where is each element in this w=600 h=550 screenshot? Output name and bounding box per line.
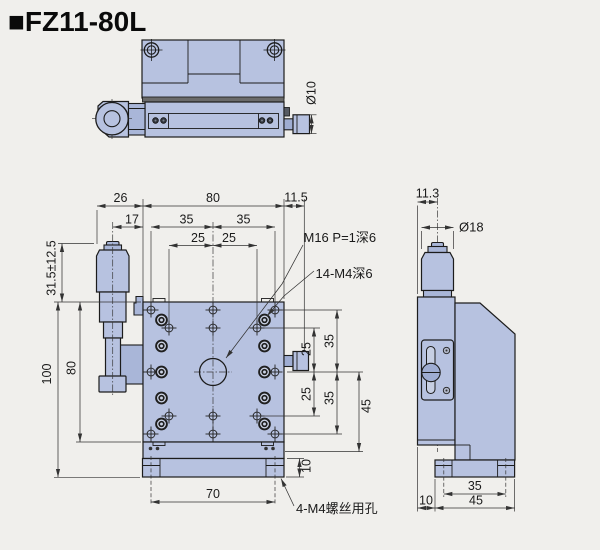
dim-45-base: 45 <box>469 494 483 508</box>
dim-25-right: 25 <box>222 231 236 245</box>
dim-25-left: 25 <box>191 231 205 245</box>
dim-11-3: 11.3 <box>416 187 439 201</box>
dim-35-right: 35 <box>237 213 251 227</box>
table-top-band <box>142 96 285 103</box>
dim-10-base: 10 <box>300 459 314 473</box>
side-body <box>454 302 516 461</box>
micrometer-knob-face <box>95 101 129 136</box>
dim-80-left: 80 <box>65 361 79 375</box>
side-elevation-view: Ø10 <box>92 81 319 139</box>
gib-screws <box>152 117 274 124</box>
front-view: 26 80 11.5 17 35 35 25 25 <box>40 191 378 517</box>
dim-25-down: 25 <box>300 387 314 401</box>
page-title: ■FZ11-80L <box>8 6 146 37</box>
dim-17: 17 <box>125 213 139 227</box>
right-side-view: 11.3 Ø18 35 45 10 <box>416 187 516 512</box>
dim-100: 100 <box>40 364 54 385</box>
callout-m16: M16 P=1深6 <box>304 230 377 245</box>
dim-knob-dia-10: Ø10 <box>305 81 319 134</box>
dims-left: 31.5±12.5 100 80 <box>40 240 141 478</box>
knob-neck <box>283 118 294 131</box>
dim-26: 26 <box>114 191 128 205</box>
dim-70: 70 <box>206 487 220 501</box>
side-micrometer-thimble <box>420 251 455 292</box>
dim-text-knob-dia: Ø10 <box>305 81 319 105</box>
dims-right: 25 25 35 35 45 10 <box>263 309 374 478</box>
top-view <box>139 38 287 99</box>
dims-top: 26 80 11.5 17 35 35 25 25 <box>96 191 308 352</box>
dim-35-down: 35 <box>323 391 337 405</box>
dim-80-top: 80 <box>206 191 220 205</box>
m16-center-hole <box>198 357 228 387</box>
callouts: M16 P=1深6 14-M4深6 4-M4螺丝用孔 <box>225 230 378 516</box>
knob-cap <box>292 114 311 135</box>
dim-25-up: 25 <box>300 342 314 356</box>
front-micrometer <box>95 222 144 397</box>
dim-10-offset: 10 <box>419 494 433 508</box>
base-plate <box>141 457 285 478</box>
dim-11-5: 11.5 <box>284 191 307 205</box>
clamp-screw <box>283 107 290 117</box>
callout-4-m4: 4-M4螺丝用孔 <box>296 501 378 516</box>
dim-35-left: 35 <box>180 213 194 227</box>
slider-band <box>142 441 285 460</box>
side-base-flange <box>434 459 516 478</box>
callout-14-m4: 14-M4深6 <box>316 266 373 281</box>
side-knob-neck <box>283 354 294 368</box>
dim-travel: 31.5±12.5 <box>45 240 59 296</box>
dims-bottom: 70 <box>151 487 275 505</box>
dim-45: 45 <box>360 399 374 413</box>
dims-side-view: 11.3 Ø18 35 45 10 <box>416 187 515 512</box>
dim-35-up: 35 <box>323 334 337 348</box>
dim-knob-dia-18: Ø18 <box>459 220 484 235</box>
dim-35-base: 35 <box>468 479 482 493</box>
